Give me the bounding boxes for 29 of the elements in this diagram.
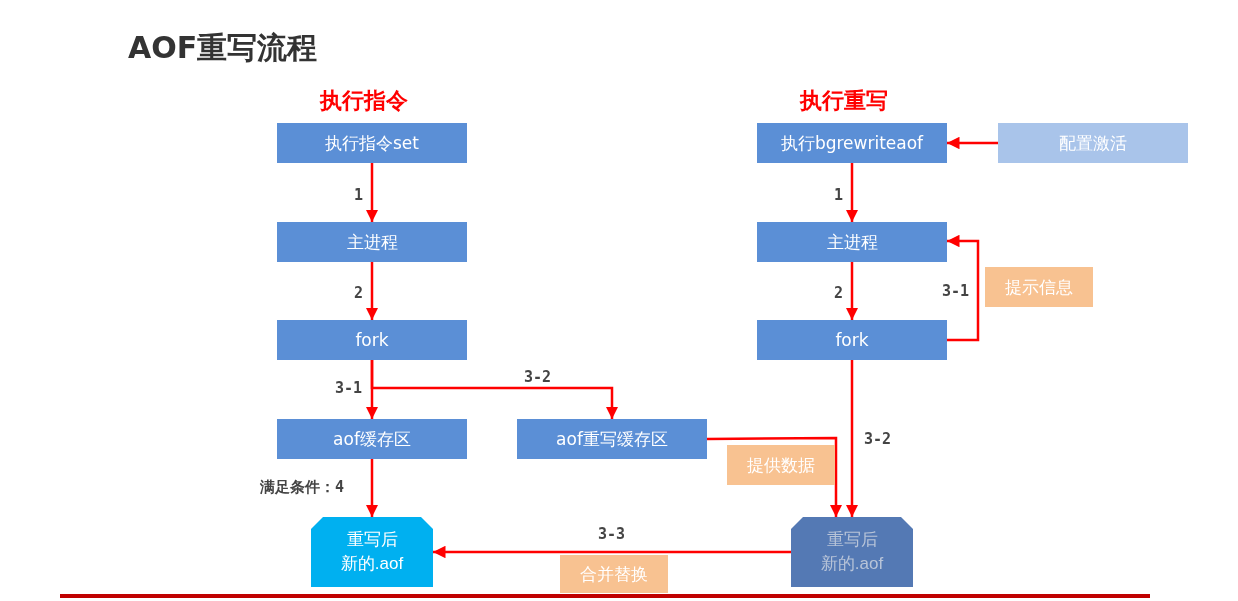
process-box: fork [277, 320, 467, 360]
process-box: 执行指令set [277, 123, 467, 163]
process-box: 主进程 [277, 222, 467, 262]
file-box: 重写后新的.aof [791, 517, 913, 587]
arrow [365, 459, 379, 517]
process-box: fork [757, 320, 947, 360]
note-box: 提示信息 [985, 267, 1093, 307]
note-box: 合并替换 [560, 555, 668, 593]
process-box: aof重写缓存区 [517, 419, 707, 459]
column-heading: 执行重写 [800, 87, 888, 115]
arrow [947, 234, 980, 342]
arrow [845, 262, 859, 320]
arrow [845, 360, 859, 517]
note-box: 提供数据 [727, 445, 835, 485]
process-box: aof缓存区 [277, 419, 467, 459]
edge-label: 满足条件：4 [258, 478, 347, 497]
process-box: 配置激活 [998, 123, 1188, 163]
process-box: 执行bgrewriteaof [757, 123, 947, 163]
arrow [433, 545, 791, 559]
arrow [365, 163, 379, 222]
page-title: AOF重写流程 [128, 29, 318, 67]
column-heading: 执行指令 [320, 87, 408, 115]
arrow [365, 262, 379, 320]
arrow [947, 136, 998, 150]
arrow [370, 360, 619, 419]
arrow [845, 163, 859, 222]
file-box: 重写后新的.aof [311, 517, 433, 587]
arrow [707, 436, 843, 517]
process-box: 主进程 [757, 222, 947, 262]
